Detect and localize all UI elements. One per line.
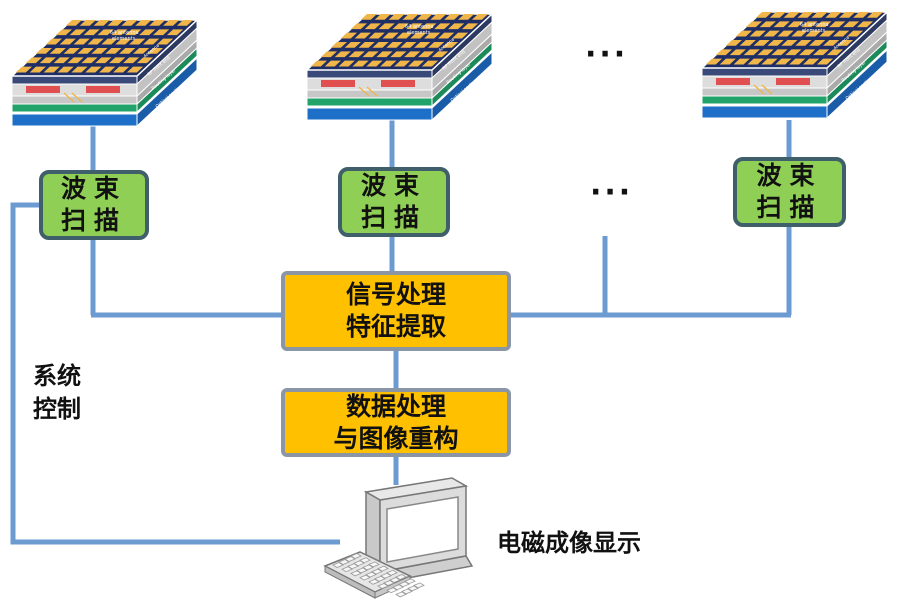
keyboard-key	[362, 564, 374, 571]
beam-scan-2-line2: 扫描	[360, 203, 427, 232]
keyboard-key	[407, 585, 419, 592]
beam-scan-3-line2: 扫描	[756, 193, 823, 222]
beam-scan-2-line1: 波束	[360, 171, 427, 200]
system-control-line	[10, 202, 340, 545]
keyboard-key	[377, 565, 389, 572]
keyboard-key	[350, 570, 362, 577]
ellipsis-middle: ···	[590, 175, 634, 210]
tile-text-2: elements	[407, 30, 431, 36]
tile-text: 64 antenna	[405, 24, 434, 30]
keyboard-key	[338, 559, 350, 565]
keyboard-key	[371, 568, 383, 575]
tile-text-2: elements	[112, 36, 136, 42]
keyboard-key	[395, 591, 407, 598]
keyboard-key	[395, 574, 407, 580]
beam-scan-box-2: 波束 扫描	[338, 167, 450, 237]
keyboard-key	[353, 560, 365, 567]
system-control-line1: 系统	[33, 362, 81, 390]
keyboard-key	[350, 553, 362, 559]
data-processing-line2: 与图像重构	[333, 423, 459, 453]
keyboard-key	[392, 584, 404, 591]
signal-processing-box: 信号处理 特征提取	[281, 271, 511, 351]
keyboard-key	[356, 567, 368, 574]
keyboard-key	[332, 562, 344, 568]
keyboard-key	[377, 583, 389, 589]
beam-scan-box-3: 波束 扫描	[733, 157, 846, 227]
keyboard-key	[359, 557, 371, 564]
keyboard-key	[389, 577, 401, 583]
beam-scan-3-line1: 波束	[756, 161, 823, 190]
keyboard-key	[374, 575, 386, 582]
keyboard-icon	[323, 551, 425, 599]
beam-scan-box-1: 波束 扫描	[39, 170, 149, 240]
beam-scan-1-line2: 扫描	[60, 206, 127, 235]
keyboard-key	[398, 581, 410, 588]
keyboard-key	[359, 574, 371, 581]
keyboard-key	[383, 580, 395, 586]
keyboard-key	[401, 588, 413, 595]
system-control-line2: 控制	[33, 395, 81, 423]
signal-processing-line1: 信号处理	[345, 280, 446, 309]
computer-monitor-icon	[363, 477, 474, 583]
data-processing-line1: 数据处理	[345, 391, 446, 421]
tile-text-2: elements	[802, 28, 826, 34]
keyboard-key	[386, 587, 398, 594]
keyboard-key	[368, 561, 380, 568]
keyboard-key	[413, 582, 425, 589]
display-label: 电磁成像显示	[497, 529, 641, 557]
ellipsis-top: ···	[585, 37, 629, 72]
signal-processing-line2: 特征提取	[345, 312, 446, 341]
keyboard-key	[380, 572, 392, 579]
keyboard-key	[368, 578, 380, 585]
beam-scan-1-line1: 波束	[60, 174, 127, 203]
keyboard-key	[341, 566, 353, 573]
data-processing-box: 数据处理 与图像重构	[281, 388, 511, 457]
keyboard-key	[404, 578, 416, 585]
keyboard-key	[365, 571, 377, 578]
system-control-label: 系统 控制	[33, 360, 81, 426]
keyboard-key	[386, 569, 398, 576]
tile-text: 64 antenna	[800, 22, 829, 28]
tile-text: 64 antenna	[110, 30, 139, 36]
keyboard-key	[344, 556, 356, 562]
keyboard-key	[347, 563, 359, 570]
